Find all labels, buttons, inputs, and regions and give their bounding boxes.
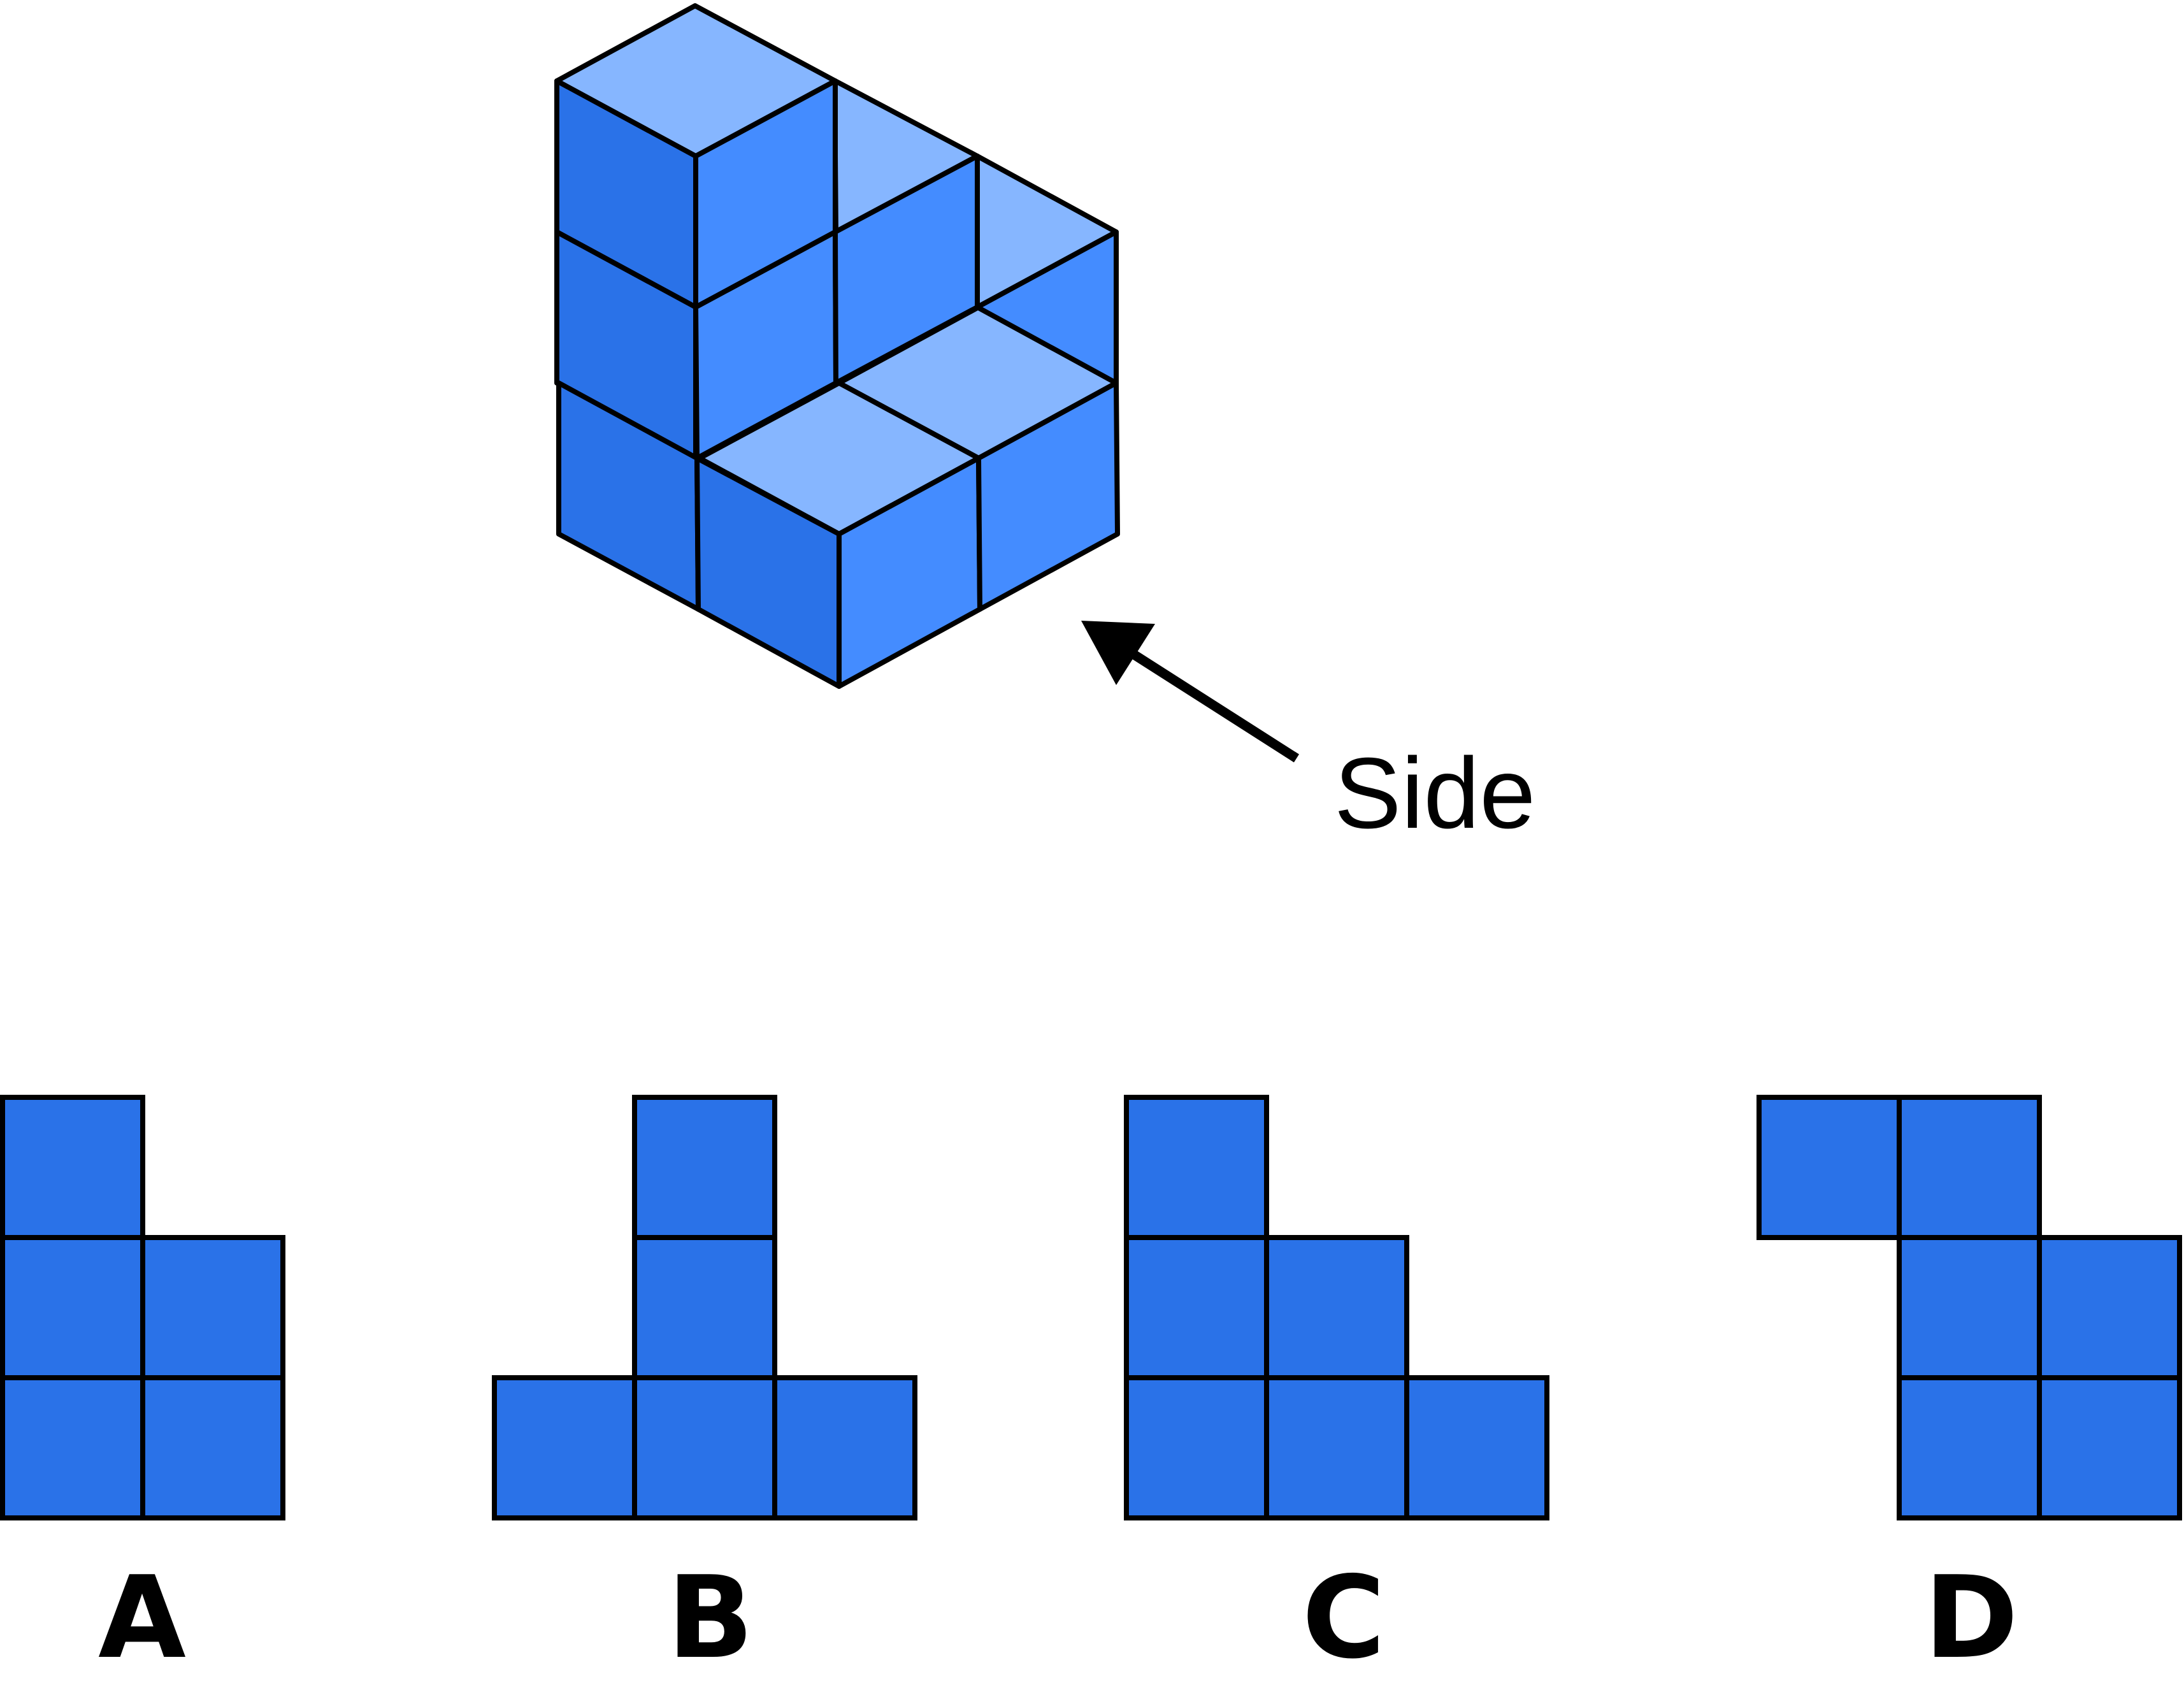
option-cell bbox=[632, 1235, 777, 1380]
option-cell bbox=[0, 1235, 145, 1380]
option-cell bbox=[1264, 1235, 1409, 1380]
option-label-b: B bbox=[667, 1552, 754, 1684]
option-cell bbox=[1897, 1095, 2042, 1240]
option-cell bbox=[1264, 1375, 1409, 1520]
option-cell bbox=[1757, 1095, 1902, 1240]
option-cell bbox=[2037, 1375, 2182, 1520]
option-d[interactable] bbox=[1757, 1095, 2182, 1520]
option-label-a: A bbox=[98, 1552, 186, 1684]
isometric-cube-stack bbox=[554, 3, 1120, 689]
option-a[interactable] bbox=[0, 1095, 285, 1520]
side-label: Side bbox=[1334, 737, 1535, 849]
option-label-d: D bbox=[1924, 1552, 2018, 1684]
side-view-arrow bbox=[1081, 621, 1300, 763]
option-b[interactable] bbox=[492, 1095, 917, 1520]
option-cell bbox=[2037, 1235, 2182, 1380]
option-cell bbox=[772, 1375, 917, 1520]
option-cell bbox=[1897, 1235, 2042, 1380]
option-cell bbox=[1124, 1095, 1269, 1240]
option-cell bbox=[632, 1095, 777, 1240]
cube-front-face bbox=[976, 380, 1120, 612]
option-cell bbox=[632, 1375, 777, 1520]
arrow-up-left-icon bbox=[1081, 621, 1155, 685]
option-c[interactable] bbox=[1124, 1095, 1549, 1520]
arrow-shaft bbox=[1128, 648, 1300, 763]
option-cell bbox=[1124, 1235, 1269, 1380]
option-cell bbox=[1897, 1375, 2042, 1520]
option-cell bbox=[0, 1375, 145, 1520]
option-cell bbox=[1124, 1375, 1269, 1520]
option-label-c: C bbox=[1302, 1552, 1386, 1684]
option-cell bbox=[492, 1375, 637, 1520]
cube-front-face bbox=[975, 229, 1119, 386]
option-cell bbox=[0, 1095, 145, 1240]
option-cell bbox=[140, 1235, 285, 1380]
option-cell bbox=[140, 1375, 285, 1520]
option-cell bbox=[1404, 1375, 1549, 1520]
